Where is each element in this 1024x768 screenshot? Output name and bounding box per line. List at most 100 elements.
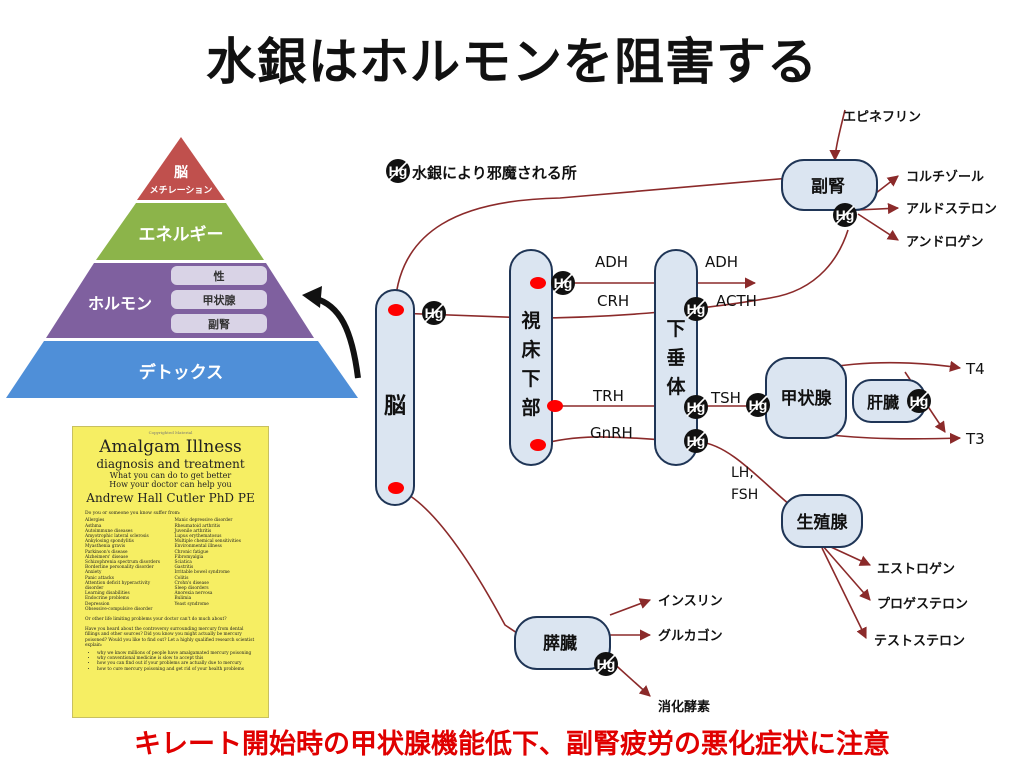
pyramid-detox-tier <box>6 341 358 398</box>
hormone-label: コルチゾール <box>906 169 984 185</box>
book-copyright: Copyrighted Material <box>148 430 193 435</box>
book-list-item: Manic depressive disorder <box>174 518 233 524</box>
hypothalamus-label: 部 <box>521 396 540 419</box>
arrow-head-icon <box>302 286 322 308</box>
hypothalamus-label: 下 <box>521 368 540 390</box>
signal-dot <box>530 439 546 451</box>
pyramid-detox-label: デトックス <box>139 362 224 383</box>
hormone-label: アルドステロン <box>906 202 997 217</box>
pituitary-label: 体 <box>666 375 686 398</box>
line-to-aldosterone <box>857 202 900 215</box>
hypothalamus-label: 視 <box>520 309 540 332</box>
liver-label: 肝臓 <box>867 393 899 412</box>
hormone-label: ACTH <box>716 292 757 310</box>
book-paragraph: Have you heard about the controversy sur… <box>85 627 255 648</box>
book-list-item: Sleep disorders <box>174 585 209 591</box>
book-list-item: why conventional medicine is slow to acc… <box>97 656 256 661</box>
book-list-item: Obsessive-compulsive disorder <box>85 606 153 612</box>
gonad-node <box>781 494 863 548</box>
mercury-badge-icon <box>745 392 771 418</box>
line-to-insulin <box>609 598 652 616</box>
hormone-label: プロゲステロン <box>877 596 968 612</box>
line-brain-pancreas <box>394 487 521 636</box>
book-list-item: Colitis <box>174 575 189 581</box>
pyramid-brain-label: 脳 <box>174 164 188 181</box>
hormone-label: T4 <box>965 360 985 378</box>
book-list-item: Amyotrophic lateral sclerosis <box>85 533 149 539</box>
signal-dot <box>388 482 404 494</box>
health-pyramid: 脳 メチレーション エネルギー ホルモン 性 甲状腺 副腎 デトックス <box>6 137 358 398</box>
hormone-label: TRH <box>592 387 624 405</box>
adrenal-node <box>781 159 878 211</box>
hormone-label: エピネフリン <box>843 110 921 125</box>
legend-text: 水銀により邪魔される所 <box>412 164 577 182</box>
thyroid-label: 甲状腺 <box>781 388 833 409</box>
book-list-item: Bulimia <box>174 596 192 602</box>
page-title: 水銀はホルモンを阻害する <box>206 33 818 91</box>
line-brain-adrenal <box>394 177 791 306</box>
book-list-item: Crohn's disease <box>174 580 209 586</box>
book-list-item: Learning disabilities <box>85 591 130 597</box>
hormone-label: GnRH <box>590 424 633 442</box>
hormone-label: エストロゲン <box>877 561 955 577</box>
book-list-item: Panic attacks <box>85 575 114 581</box>
mercury-badge-icon <box>683 296 709 322</box>
pyramid-energy-label: エネルギー <box>139 225 224 245</box>
mercury-badge-icon <box>683 428 709 454</box>
signal-dot <box>547 400 563 412</box>
book-subtitle: diagnosis and treatment <box>96 457 245 471</box>
pyramid-methylation-label: メチレーション <box>150 185 213 196</box>
signal-dot <box>388 304 404 316</box>
book-list-item: Endocrine problems <box>85 596 130 602</box>
mercury-badge-icon <box>593 651 619 677</box>
book-list-item: Parkinson's disease <box>85 549 128 555</box>
line-brain-acth <box>394 229 849 319</box>
hormone-label: グルカゴン <box>658 628 723 644</box>
book-list-item: Fibromyalgia <box>174 554 204 560</box>
hormone-label: FSH <box>731 487 758 503</box>
book-list-item: Alzheimers' disease <box>85 554 129 560</box>
book-tagline: How your doctor can help you <box>109 480 232 489</box>
book-list-item: how to cure mercury poisoning and get ri… <box>97 667 256 672</box>
book-title: Amalgam Illness <box>99 437 242 457</box>
hormone-label: ADH <box>595 253 628 271</box>
book-list-item: Asthma <box>85 523 102 529</box>
book-list-item: Anxiety <box>85 570 102 576</box>
book-list-item: how you can find out if your problems ar… <box>97 661 256 666</box>
book-list-item: Myasthenia gravis <box>85 544 126 550</box>
pyramid-brain-tier <box>137 137 225 200</box>
signal-dot <box>530 277 546 289</box>
book-cover: Copyrighted Material Amalgam Illness dia… <box>72 426 269 718</box>
mercury-badge-icon <box>683 394 709 420</box>
brain-label: 脳 <box>384 394 406 419</box>
pyramid-hormone-label: ホルモン <box>88 294 152 313</box>
book-bullets: why we know millions of people have amal… <box>97 651 256 672</box>
pancreas-node <box>514 616 611 670</box>
pancreas-label: 膵臓 <box>543 633 577 654</box>
pyramid-hormone-item-box <box>171 314 267 333</box>
book-list-item: Multiple chemical sensitivities <box>174 539 241 545</box>
pyramid-hormone-item: 性 <box>214 269 225 283</box>
hormone-label: ADH <box>705 253 738 271</box>
book-list-item: Schizophrenia spectrum disorders <box>85 559 160 565</box>
book-list-item: Chronic fatigue <box>174 549 209 555</box>
hormone-label: T3 <box>965 430 985 448</box>
book-list-item: Juvenile arthritis <box>174 528 212 534</box>
book-tagline: What you can do to get better <box>109 471 232 480</box>
mercury-badge-icon <box>906 388 932 414</box>
pyramid-hormone-item-box <box>171 266 267 285</box>
hypothalamus-label: 床 <box>521 338 540 361</box>
pyramid-energy-tier <box>96 203 264 260</box>
adrenal-label: 副腎 <box>811 177 845 197</box>
book-other: Or other life limiting problems your doc… <box>85 616 227 622</box>
book-list-item: Environmental illness <box>174 544 222 550</box>
book-list-item: Lupus erythematosus <box>174 533 222 539</box>
book-list-item: Irritable bowel syndrome <box>174 570 230 576</box>
book-list-item: Rheumatoid arthritis <box>174 523 221 529</box>
hormone-label: インスリン <box>658 594 723 609</box>
book-list-item: Autoimmune diseases <box>85 528 133 534</box>
book-list-item: Allergies <box>85 518 105 524</box>
